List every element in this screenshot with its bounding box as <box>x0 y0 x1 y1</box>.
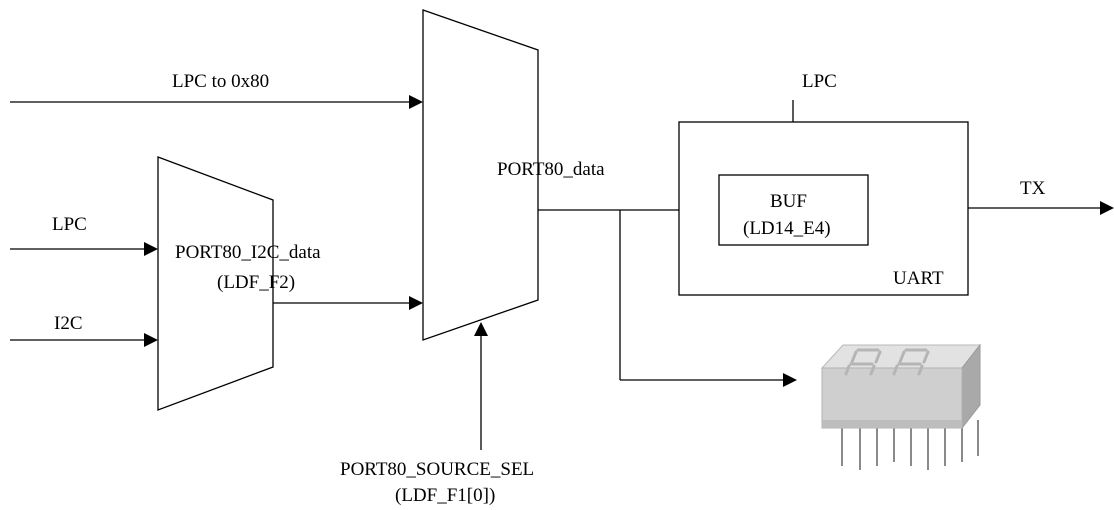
i2c-input-label: I2C <box>54 313 83 334</box>
buf-label: BUF <box>770 191 807 212</box>
buf-register-label: (LD14_E4) <box>743 218 831 239</box>
buf-block <box>718 174 869 246</box>
arrow-tx <box>1100 201 1114 215</box>
source-sel-label: PORT80_SOURCE_SEL <box>340 459 534 480</box>
source-sel-register-label: (LDF_F1[0]) <box>395 485 495 506</box>
arrow-port80-i2c-data <box>409 296 423 310</box>
port80-i2c-mux <box>157 156 274 411</box>
seven-segment-display-icon <box>820 343 982 470</box>
arrow-lpc <box>144 242 158 256</box>
tx-label: TX <box>1020 178 1046 199</box>
uart-lpc-label: LPC <box>802 71 837 92</box>
arrow-lpc-to-0x80 <box>409 95 423 109</box>
port80-i2c-register-label: (LDF_F2) <box>217 272 295 293</box>
port80-i2c-data-label: PORT80_I2C_data <box>175 242 321 263</box>
uart-label: UART <box>893 268 944 289</box>
port80-data-label: PORT80_data <box>497 159 605 180</box>
lpc-to-0x80-label: LPC to 0x80 <box>172 71 269 92</box>
arrow-i2c <box>144 333 158 347</box>
lpc-input-label: LPC <box>52 214 87 235</box>
port80-source-mux <box>422 9 539 341</box>
arrow-source-sel <box>474 322 488 336</box>
arrow-to-display <box>783 373 797 387</box>
